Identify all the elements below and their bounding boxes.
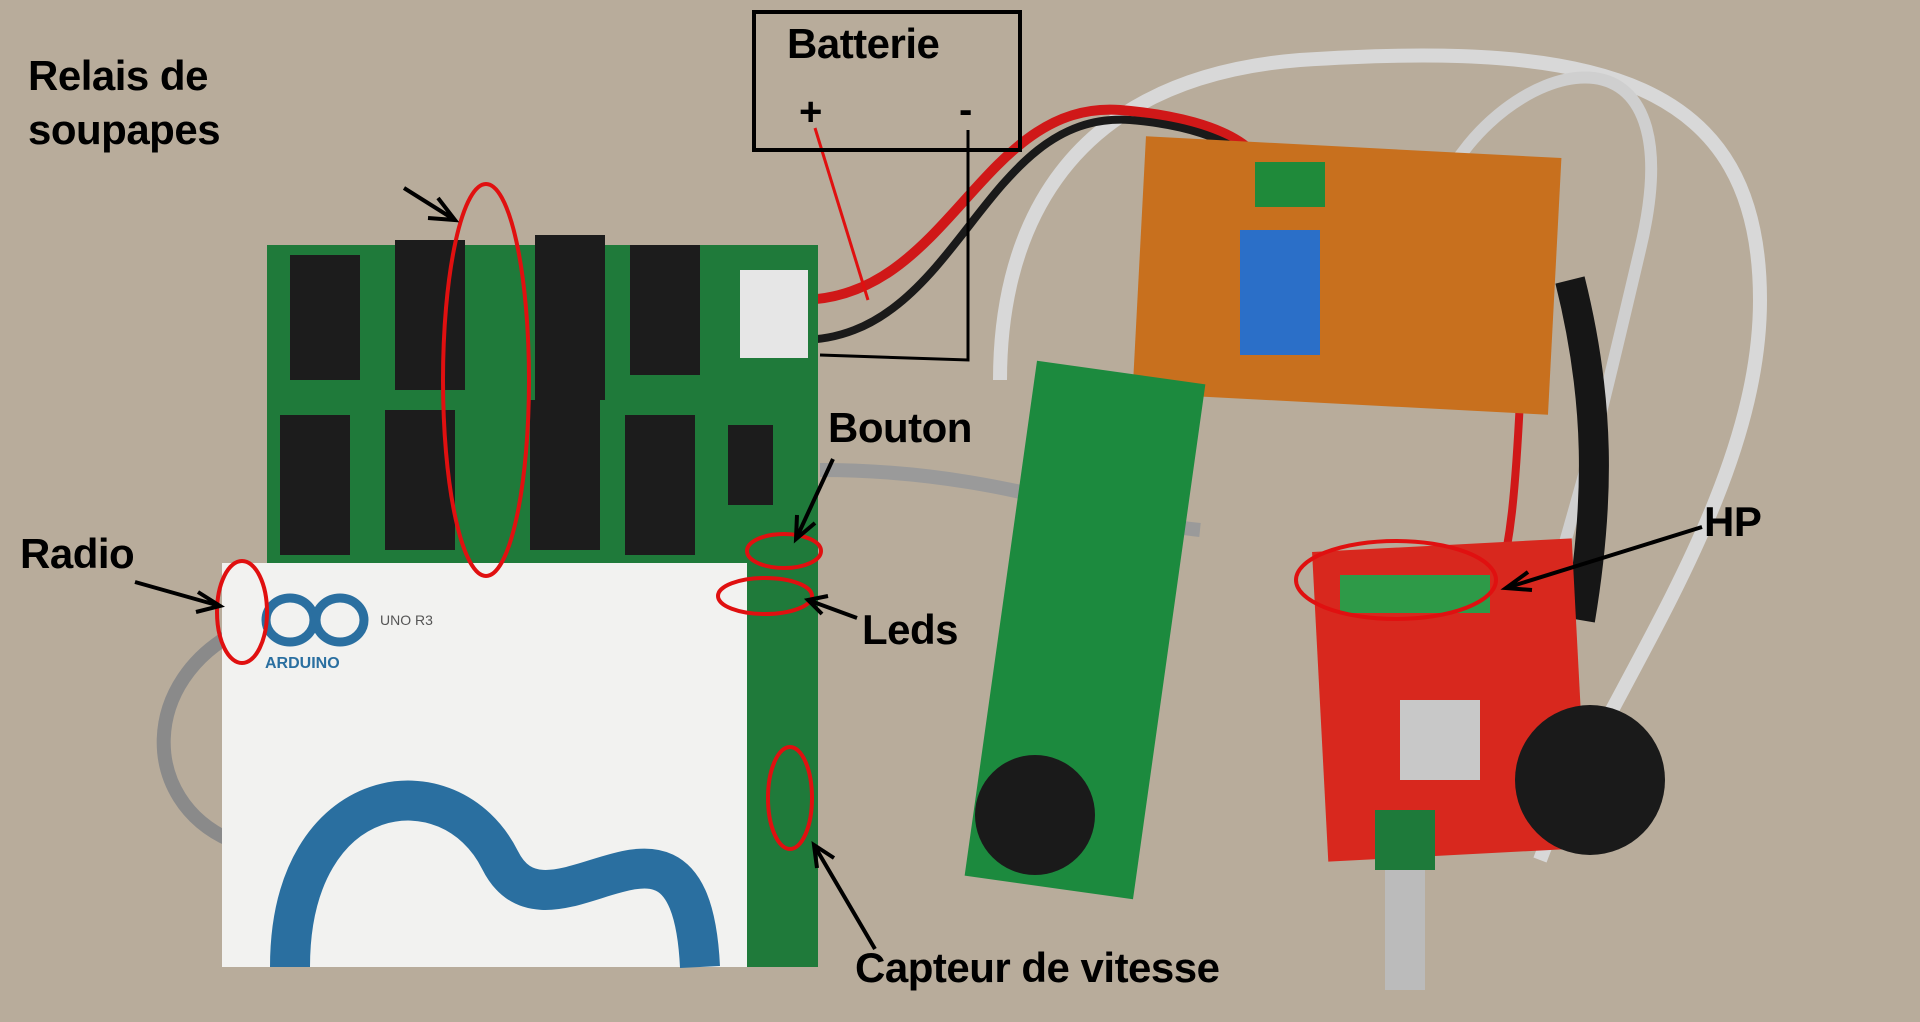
arduino-artwork [270,780,720,968]
valve-relays-label-line2: soupapes [28,106,221,153]
power-terminal [740,270,808,358]
valve-relays-label-line1: Relais de [28,52,208,99]
speaker-label: HP [1704,498,1762,545]
battery-label: Batterie [787,20,940,67]
grey-cable [993,48,1768,863]
potentiometer-shaft [1385,870,1425,990]
battery-box [752,10,1022,152]
board-model-text: UNO R3 [380,612,433,628]
radio-label: Radio [20,530,135,577]
arrow-button [793,458,835,544]
heatsink [1400,700,1480,780]
ic-chips [280,235,773,555]
speed-sensor-highlight [766,745,814,851]
black-cable [1555,276,1609,623]
arrow-radio [134,580,226,614]
valve-relays-highlight [441,182,531,578]
annotation-arrows [134,186,1703,951]
speed-sensor-label: Capteur de vitesse [855,944,1220,991]
potentiometer [1375,810,1435,870]
ribbon-cable [156,623,244,847]
relay-component [1240,230,1320,355]
buzzer [975,755,1095,875]
arduino-logo-text: ARDUINO [265,655,340,672]
battery-minus-label: - [959,88,973,132]
arrow-speaker [1500,525,1703,592]
battery-plus-label: + [799,90,823,134]
leds-label: Leds [862,606,959,653]
button-label: Bouton [828,404,972,451]
leds-highlight [716,576,814,616]
arrow-leds [803,594,858,620]
battery-minus-lead [819,130,970,362]
terminal-block [1255,162,1325,207]
relay-board [1132,136,1562,415]
arrow-speed-sensor [811,840,877,951]
speaker-highlight [1294,539,1498,621]
radio-highlight [215,559,269,665]
button-highlight [745,532,823,570]
battery-plus-lead [813,127,870,301]
capacitor [1515,705,1665,855]
arrow-valve-relays [402,186,460,223]
